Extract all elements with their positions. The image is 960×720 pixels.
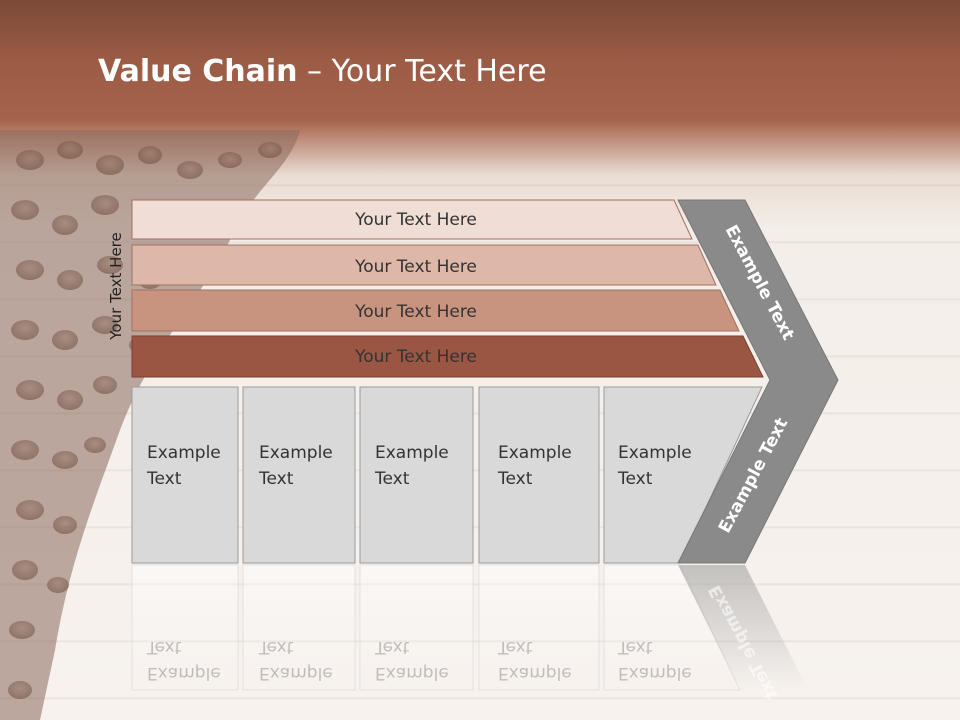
title-bold: Value Chain [98, 54, 298, 89]
box-4-reflection [478, 564, 600, 691]
box-4[interactable] [478, 386, 600, 564]
band-1-label: Your Text Here [354, 210, 477, 230]
box-3-reflection [359, 564, 474, 691]
slide-title: Value Chain – Your Text Here [98, 54, 547, 89]
title-rest: – Your Text Here [297, 54, 547, 89]
band-1[interactable] [131, 199, 693, 240]
band-3[interactable] [131, 289, 740, 332]
chevron-arrow[interactable] [677, 199, 839, 564]
band-3-label: Your Text Here [354, 302, 477, 322]
box-3[interactable] [359, 386, 474, 564]
box-2[interactable] [242, 386, 356, 564]
band-2-label: Your Text Here [354, 257, 477, 277]
box-1-reflection [131, 564, 239, 691]
box-2-reflection [242, 564, 356, 691]
band-4-label: Your Text Here [354, 347, 477, 367]
box-1[interactable] [131, 386, 239, 564]
chevron-reflection [678, 565, 808, 690]
band-2[interactable] [131, 244, 717, 286]
band-4[interactable] [131, 335, 764, 378]
